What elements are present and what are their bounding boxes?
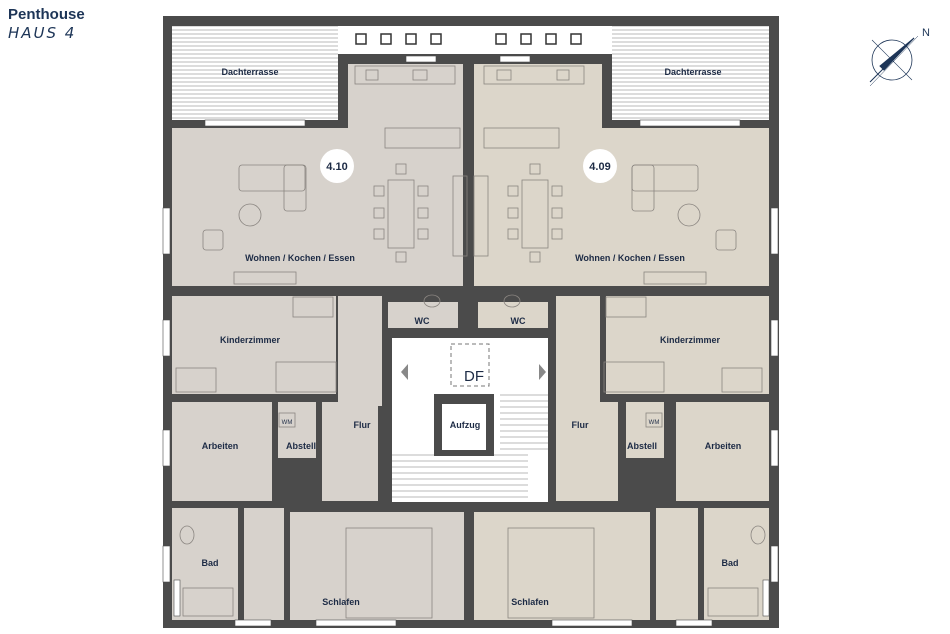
wm-label-left: WM [282, 420, 293, 426]
plan-title-block: Penthouse HAUS 4 [8, 6, 85, 42]
arrow-left-icon [401, 364, 408, 380]
compass-icon [869, 35, 919, 87]
unit-badge-left [320, 149, 354, 183]
lift-label: Aufzug [450, 420, 481, 430]
plan-title: Penthouse [8, 6, 85, 23]
unit-badge-right [583, 149, 617, 183]
unit-number-left: 4.10 [326, 161, 347, 173]
unit-left-floors [172, 64, 464, 620]
room-label-wc-right: WC [511, 316, 526, 326]
unit-number-right: 4.09 [589, 161, 610, 173]
skylights [355, 33, 582, 45]
terrace-right [612, 26, 769, 120]
terrace-left [172, 26, 338, 120]
room-label-kids-left: Kinderzimmer [220, 335, 281, 345]
lift-cabin [442, 404, 486, 450]
balcony-strip [338, 26, 612, 54]
stair-label: DF [464, 368, 484, 385]
wm-label-right: WM [649, 420, 660, 426]
windows [162, 55, 779, 627]
room-label-living-right: Wohnen / Kochen / Essen [575, 253, 685, 263]
furniture [175, 163, 766, 619]
room-label-bed-right: Schlafen [511, 597, 549, 607]
room-label-work-left: Arbeiten [202, 441, 239, 451]
room-label-storage-right: Abstell [627, 441, 657, 451]
room-label-terrace-left: Dachterrasse [221, 67, 278, 77]
arrow-right-icon [539, 364, 546, 380]
room-label-kids-right: Kinderzimmer [660, 335, 721, 345]
plan-subtitle: HAUS 4 [8, 24, 77, 42]
room-label-wc-left: WC [415, 316, 430, 326]
room-label-work-right: Arbeiten [705, 441, 742, 451]
roof-hatch [450, 343, 490, 387]
compass-north-label: N [922, 27, 930, 39]
stair-flight-upper [500, 392, 548, 452]
room-label-living-left: Wohnen / Kochen / Essen [245, 253, 355, 263]
room-label-bath-left: Bad [201, 558, 218, 568]
room-label-storage-left: Abstell [286, 441, 316, 451]
unit-right-floors [474, 64, 769, 620]
room-label-terrace-right: Dachterrasse [664, 67, 721, 77]
room-label-hall-right: Flur [572, 420, 589, 430]
room-label-hall-left: Flur [354, 420, 371, 430]
room-label-bath-right: Bad [721, 558, 738, 568]
stair-flight-lower [392, 450, 528, 502]
room-label-bed-left: Schlafen [322, 597, 360, 607]
kitchen-counters [354, 65, 585, 149]
